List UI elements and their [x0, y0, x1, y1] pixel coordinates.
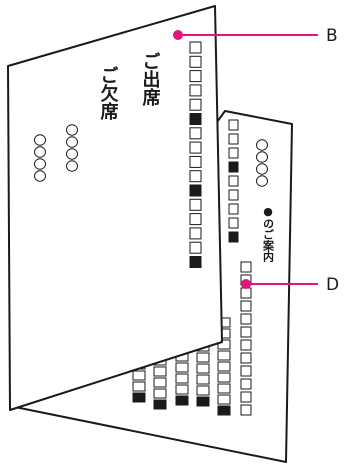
checkbox-square	[189, 198, 202, 211]
checkbox-square	[175, 384, 189, 395]
callout-d-dot	[241, 279, 251, 289]
checkbox-square	[189, 127, 202, 140]
option-circle	[66, 136, 78, 148]
checkbox-square	[228, 147, 239, 159]
checkbox-square	[153, 366, 167, 377]
front-card-line-absent: ご欠席	[98, 65, 119, 121]
checkbox-square	[189, 184, 202, 197]
checkbox-square	[189, 256, 202, 268]
checkbox-square	[217, 405, 231, 416]
checkbox-square	[217, 394, 231, 405]
front-card-circle-groups	[34, 124, 78, 182]
option-circle	[256, 151, 268, 163]
checkbox-square	[217, 339, 231, 350]
checkbox-square	[189, 155, 202, 168]
checkbox-square	[175, 395, 189, 406]
checkbox-square	[228, 189, 239, 201]
checkbox-square	[240, 287, 252, 299]
checkbox-square	[228, 161, 239, 173]
option-circle	[66, 148, 78, 160]
checkbox-square	[240, 300, 252, 312]
checkbox-square	[217, 361, 231, 372]
option-circle	[66, 160, 78, 172]
checkbox-square	[132, 370, 146, 381]
checkbox-square	[240, 261, 252, 273]
checkbox-square	[240, 391, 252, 403]
option-circle	[256, 139, 268, 151]
checkbox-square	[240, 313, 252, 325]
option-circle	[256, 175, 268, 187]
front-card-panel	[7, 5, 223, 411]
checkbox-square	[217, 372, 231, 383]
checkbox-square	[217, 383, 231, 394]
checkbox-square	[153, 399, 167, 410]
checkbox-square	[228, 119, 239, 131]
checkbox-square	[189, 113, 202, 125]
checkbox-square	[228, 175, 239, 187]
checkbox-square	[228, 231, 239, 243]
option-circle	[34, 170, 46, 182]
checkbox-square	[196, 396, 210, 407]
option-circle	[34, 146, 46, 158]
checkbox-square	[240, 378, 252, 390]
checkbox-square	[196, 363, 210, 374]
callout-d-label: D	[326, 275, 339, 295]
checkbox-square	[189, 41, 202, 54]
checkbox-square	[228, 133, 239, 145]
checkbox-square	[132, 381, 146, 392]
checkbox-square	[240, 365, 252, 377]
checkbox-square	[189, 213, 202, 226]
checkbox-square	[217, 350, 231, 361]
checkbox-square	[189, 241, 202, 254]
back-card-heading: ●のご案内	[262, 205, 276, 263]
callout-b-dot	[173, 30, 183, 40]
option-circle	[66, 124, 78, 136]
option-circle	[256, 163, 268, 175]
checkbox-square	[153, 388, 167, 399]
option-circle	[34, 158, 46, 170]
checkbox-square	[228, 203, 239, 215]
checkbox-square	[189, 170, 202, 183]
front-card-line-attend: ご出席	[140, 51, 161, 107]
checkbox-square	[189, 141, 202, 154]
checkbox-square	[189, 70, 202, 83]
checkbox-square	[153, 377, 167, 388]
checkbox-square	[240, 404, 252, 416]
checkbox-square	[189, 227, 202, 240]
checkbox-square	[196, 374, 210, 385]
checkbox-square	[196, 352, 210, 363]
checkbox-square	[189, 98, 202, 111]
option-circle	[34, 134, 46, 146]
checkbox-square	[189, 55, 202, 68]
checkbox-square	[228, 217, 239, 229]
checkbox-square	[189, 84, 202, 97]
checkbox-square	[240, 352, 252, 364]
checkbox-square	[240, 339, 252, 351]
front-card-square-column	[189, 41, 202, 268]
checkbox-square	[240, 326, 252, 338]
checkbox-square	[175, 373, 189, 384]
checkbox-square	[175, 362, 189, 373]
checkbox-square	[196, 385, 210, 396]
callout-b-label: B	[326, 26, 338, 46]
back-card-circle-column	[256, 139, 268, 187]
checkbox-square	[132, 392, 146, 403]
